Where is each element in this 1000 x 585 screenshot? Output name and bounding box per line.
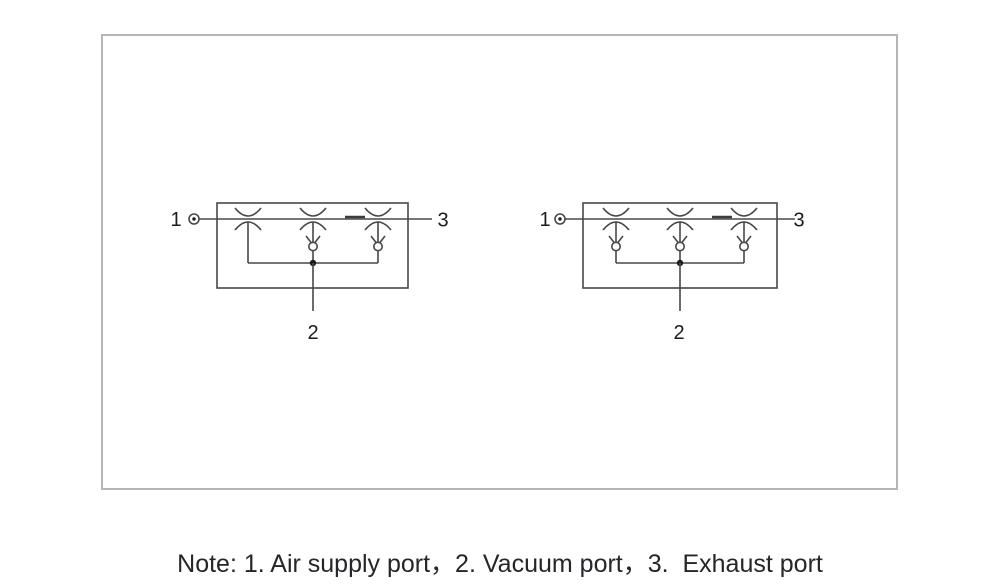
port-label-exhaust: 3 [437,210,448,232]
check-valve-icon [736,222,752,263]
ejector-schematic-right: 1 3 2 [539,202,805,344]
check-valve-icon [608,222,624,263]
check-valve-icon [370,222,386,263]
port-label-supply: 1 [170,209,181,231]
ejector-schematic-left: 1 3 2 [170,202,449,344]
port-label-vacuum: 2 [673,322,684,344]
supply-port-dot [192,217,196,221]
check-valve-icon [672,222,688,263]
figure-border [101,34,898,490]
note-caption: Note: 1. Air supply port，2. Vacuum port，… [177,550,823,578]
port-label-vacuum: 2 [307,322,318,344]
check-valve-icon [305,222,321,263]
port-label-supply: 1 [539,209,550,231]
port-label-exhaust: 3 [793,210,804,232]
supply-port-dot [558,217,562,221]
